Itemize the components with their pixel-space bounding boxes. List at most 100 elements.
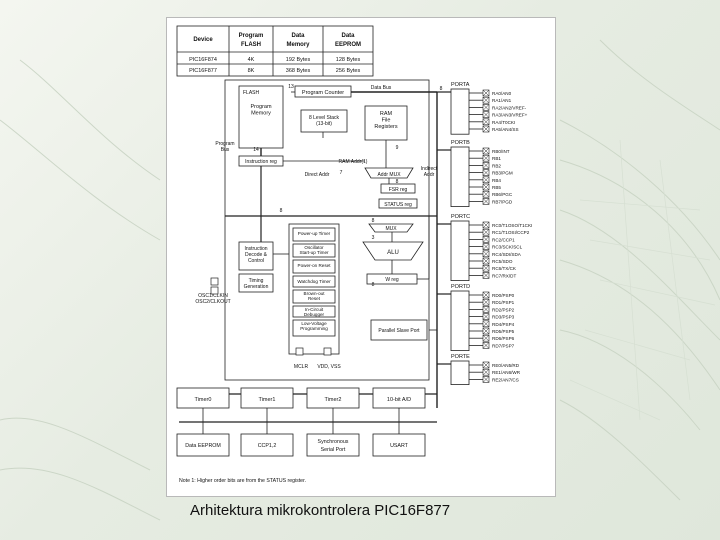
table-header: Device [193,37,213,43]
pin-label: RB2 [492,163,501,168]
ram-addr-label: RAM Addr(1) [339,159,368,165]
bus-width-label: 8 [372,218,375,224]
pin-label: RA3/AN3/VREF+ [492,113,528,118]
pin-label: RD4/PSP4 [492,322,515,327]
pin-label: RC1/T1OSI/CCP2 [492,230,530,235]
peripheral-label: Timer0 [195,397,212,403]
power-reset-item-label: Start-up Timer [299,250,329,255]
pin-label: RC6/TX/CK [492,266,517,271]
table-header: Memory [286,42,310,48]
pin-label: RB0/INT [492,149,510,154]
port-latch-block [451,221,469,281]
bus-width-label: 7 [340,170,343,176]
program-counter-label: Program Counter [302,90,344,96]
ram-label: File [382,118,391,124]
pin-label: RD2/PSP2 [492,307,515,312]
osc-pin-box [211,287,218,294]
pin-label: RC5/SDO [492,259,513,264]
stack-label: (13-bit) [316,121,332,127]
direct-addr-label: Direct Addr [305,172,330,178]
pin-label: RE1/AN6/WR [492,370,521,375]
bus-width-label: 8 [396,179,399,185]
note-text: Note 1: Higher order bits are from the S… [179,478,306,484]
pin-label: RB5 [492,185,501,190]
bus-width-label: 8 [372,282,375,288]
program-bus-label: Bus [221,147,230,153]
peripheral-label: Serial Port [321,447,346,453]
pin-label: RA1/AN1 [492,98,512,103]
ram-label: Registers [374,124,397,130]
flash-title: FLASH [243,90,260,96]
pin-label: RB1 [492,156,501,161]
pin-label: RD6/PSP6 [492,336,515,341]
peripheral-label: 10-bit A/D [387,397,411,403]
bus-width-label: 13 [288,84,294,90]
pin-label: RA5/AN4/SS [492,127,519,132]
instruction-reg-label: Instruction reg [245,159,277,165]
ram-label: RAM [380,111,393,117]
w-reg-label: W reg [385,277,399,283]
pin-label: RC7/RX/DT [492,273,516,278]
table-header: Program [239,33,264,39]
pin-label: RD0/PSP0 [492,293,515,298]
table-header: FLASH [241,42,261,48]
pin-label: RD1/PSP1 [492,300,515,305]
pin-label: RD7/PSP7 [492,343,515,348]
peripheral-label: Synchronous [318,439,349,445]
table-cell: 128 Bytes [336,57,361,63]
instruction-decode-label: Control [248,258,264,264]
table-header: Data [291,33,305,39]
pin-label: RB6/PGC [492,192,513,197]
peripheral-label: Timer2 [325,397,342,403]
power-reset-item-label: Power-up Timer [298,231,331,236]
port-latch-block [451,89,469,134]
vdd-vss-label: VDD, VSS [317,364,341,370]
port-latch-block [451,147,469,207]
parallel-slave-port-label: Parallel Slave Port [378,328,420,334]
pin-label: RA0/AN0 [492,91,512,96]
mclr-pin-box [296,348,303,355]
peripheral-label: CCP1,2 [258,443,277,449]
pin-label: RB3/PGM [492,171,513,176]
status-reg-label: STATUS reg [384,202,412,208]
pin-label: RC0/T1OSO/T1CKI [492,223,532,228]
block-diagram: Device ProgramFLASH DataMemory DataEEPROM PI… [166,17,556,497]
fsr-reg-label: FSR reg [389,187,408,193]
pin-label: RC2/CCP1 [492,237,515,242]
timing-generation-label: Generation [244,284,269,290]
table-cell: 4K [248,57,255,63]
port-name: PORTE [451,354,470,360]
table-cell: 256 Bytes [336,68,361,74]
port-latch-block [451,291,469,351]
data-bus-label: Data Bus [371,85,392,91]
bus-width-label: 9 [396,145,399,151]
vdd-pin-box [324,348,331,355]
program-memory-label: Memory [251,111,271,117]
table-cell: PIC16F874 [189,57,217,63]
bus-width-label: 14 [253,147,259,153]
pin-label: RA2/AN2/VREF- [492,105,527,110]
table-header: Data [341,33,355,39]
pin-label: RD3/PSP3 [492,315,515,320]
port-name: PORTD [451,284,470,290]
port-name: PORTC [451,214,470,220]
peripheral-label: Data EEPROM [185,443,221,449]
power-reset-item-label: Reset [308,296,321,301]
pin-label: RB7/PGD [492,199,513,204]
mclr-label: MCLR [294,364,309,370]
osc-pin-box [211,278,218,285]
pin-label: RA4/T0CKI [492,120,515,125]
power-reset-item-label: Watchdog Timer [297,279,331,284]
table-header: EEPROM [335,42,361,48]
peripheral-label: USART [390,443,409,449]
table-cell: 192 Bytes [286,57,311,63]
pin-label: RD5/PSP5 [492,329,515,334]
bus-width-label: 3 [372,235,375,241]
port-latch-block [451,361,469,385]
pin-label: RC4/SDI/SDA [492,252,522,257]
pin-label: RE2/AN7/CS [492,377,519,382]
table-cell: PIC16F877 [189,68,217,74]
peripheral-label: Timer1 [259,397,276,403]
port-name: PORTA [451,82,470,88]
